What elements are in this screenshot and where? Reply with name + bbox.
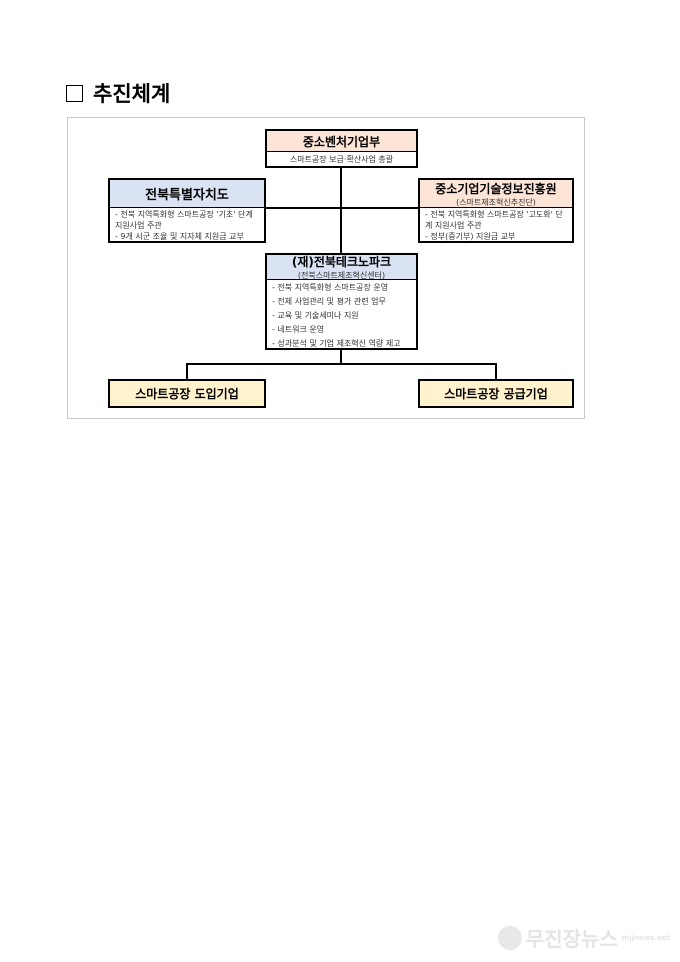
org-name: 중소벤처기업부 [267, 131, 416, 152]
org-box-technopark: (재)전북테크노파크 (전북스마트제조혁신센터) - 전북 지역특화형 스마트공… [265, 253, 418, 350]
watermark-url: mjjnews.net [621, 933, 670, 942]
watermark-text: 무진장뉴스 [525, 927, 618, 951]
org-box-suppliers: 스마트공장 공급기업 [418, 379, 574, 408]
org-desc: 스마트공장 보급·확산사업 총괄 [289, 155, 394, 164]
connector [186, 363, 497, 365]
org-item: - 정부(중기부) 지원금 교부 [425, 232, 516, 241]
org-item: - 교육 및 기술세미나 지원 [272, 311, 359, 320]
org-item: - 성과분석 및 기업 제조혁신 역량 제고 [272, 339, 401, 348]
org-box-tipa: 중소기업기술정보진흥원 (스마트제조혁신추진단) - 전북 지역특화형 스마트공… [418, 178, 574, 243]
org-sub: (전북스마트제조혁신센터) [297, 271, 386, 280]
section-title-text: 추진체계 [93, 82, 171, 106]
org-item: - 네트워크 운영 [272, 325, 325, 334]
org-chart-frame [67, 117, 585, 419]
org-box-ministry: 중소벤처기업부 스마트공장 보급·확산사업 총괄 [265, 129, 418, 168]
org-item: - 전북 지역특화형 스마트공장 '기초' 단계 지원사업 주관 [115, 210, 253, 230]
org-box-adopters: 스마트공장 도입기업 [108, 379, 266, 408]
connector [340, 350, 342, 364]
org-box-province: 전북특별자치도 - 전북 지역특화형 스마트공장 '기초' 단계 지원사업 주관… [108, 178, 266, 243]
org-item: - 전북 지역특화형 스마트공장 '고도화' 단계 지원사업 주관 [425, 210, 563, 230]
connector [340, 168, 342, 253]
org-name: 전북특별자치도 [110, 180, 264, 208]
org-header: (재)전북테크노파크 (전북스마트제조혁신센터) [267, 255, 416, 280]
connector [186, 363, 188, 379]
connector [266, 207, 418, 209]
org-header: 중소기업기술정보진흥원 (스마트제조혁신추진단) [420, 180, 572, 208]
org-item: - 전체 사업관리 및 평가 관련 업무 [272, 297, 386, 306]
connector [495, 363, 497, 379]
org-name: 중소기업기술정보진흥원 [435, 181, 557, 196]
org-sub: (스마트제조혁신추진단) [456, 197, 536, 207]
section-title: 추진체계 [66, 78, 170, 108]
watermark-logo-icon [497, 925, 522, 950]
checkbox-square-icon [66, 84, 83, 102]
org-name: (재)전북테크노파크 [291, 255, 392, 269]
org-item: - 9개 시군 조율 및 지자체 지원금 교부 [115, 232, 244, 241]
org-item: - 전북 지역특화형 스마트공장 운영 [272, 283, 389, 292]
